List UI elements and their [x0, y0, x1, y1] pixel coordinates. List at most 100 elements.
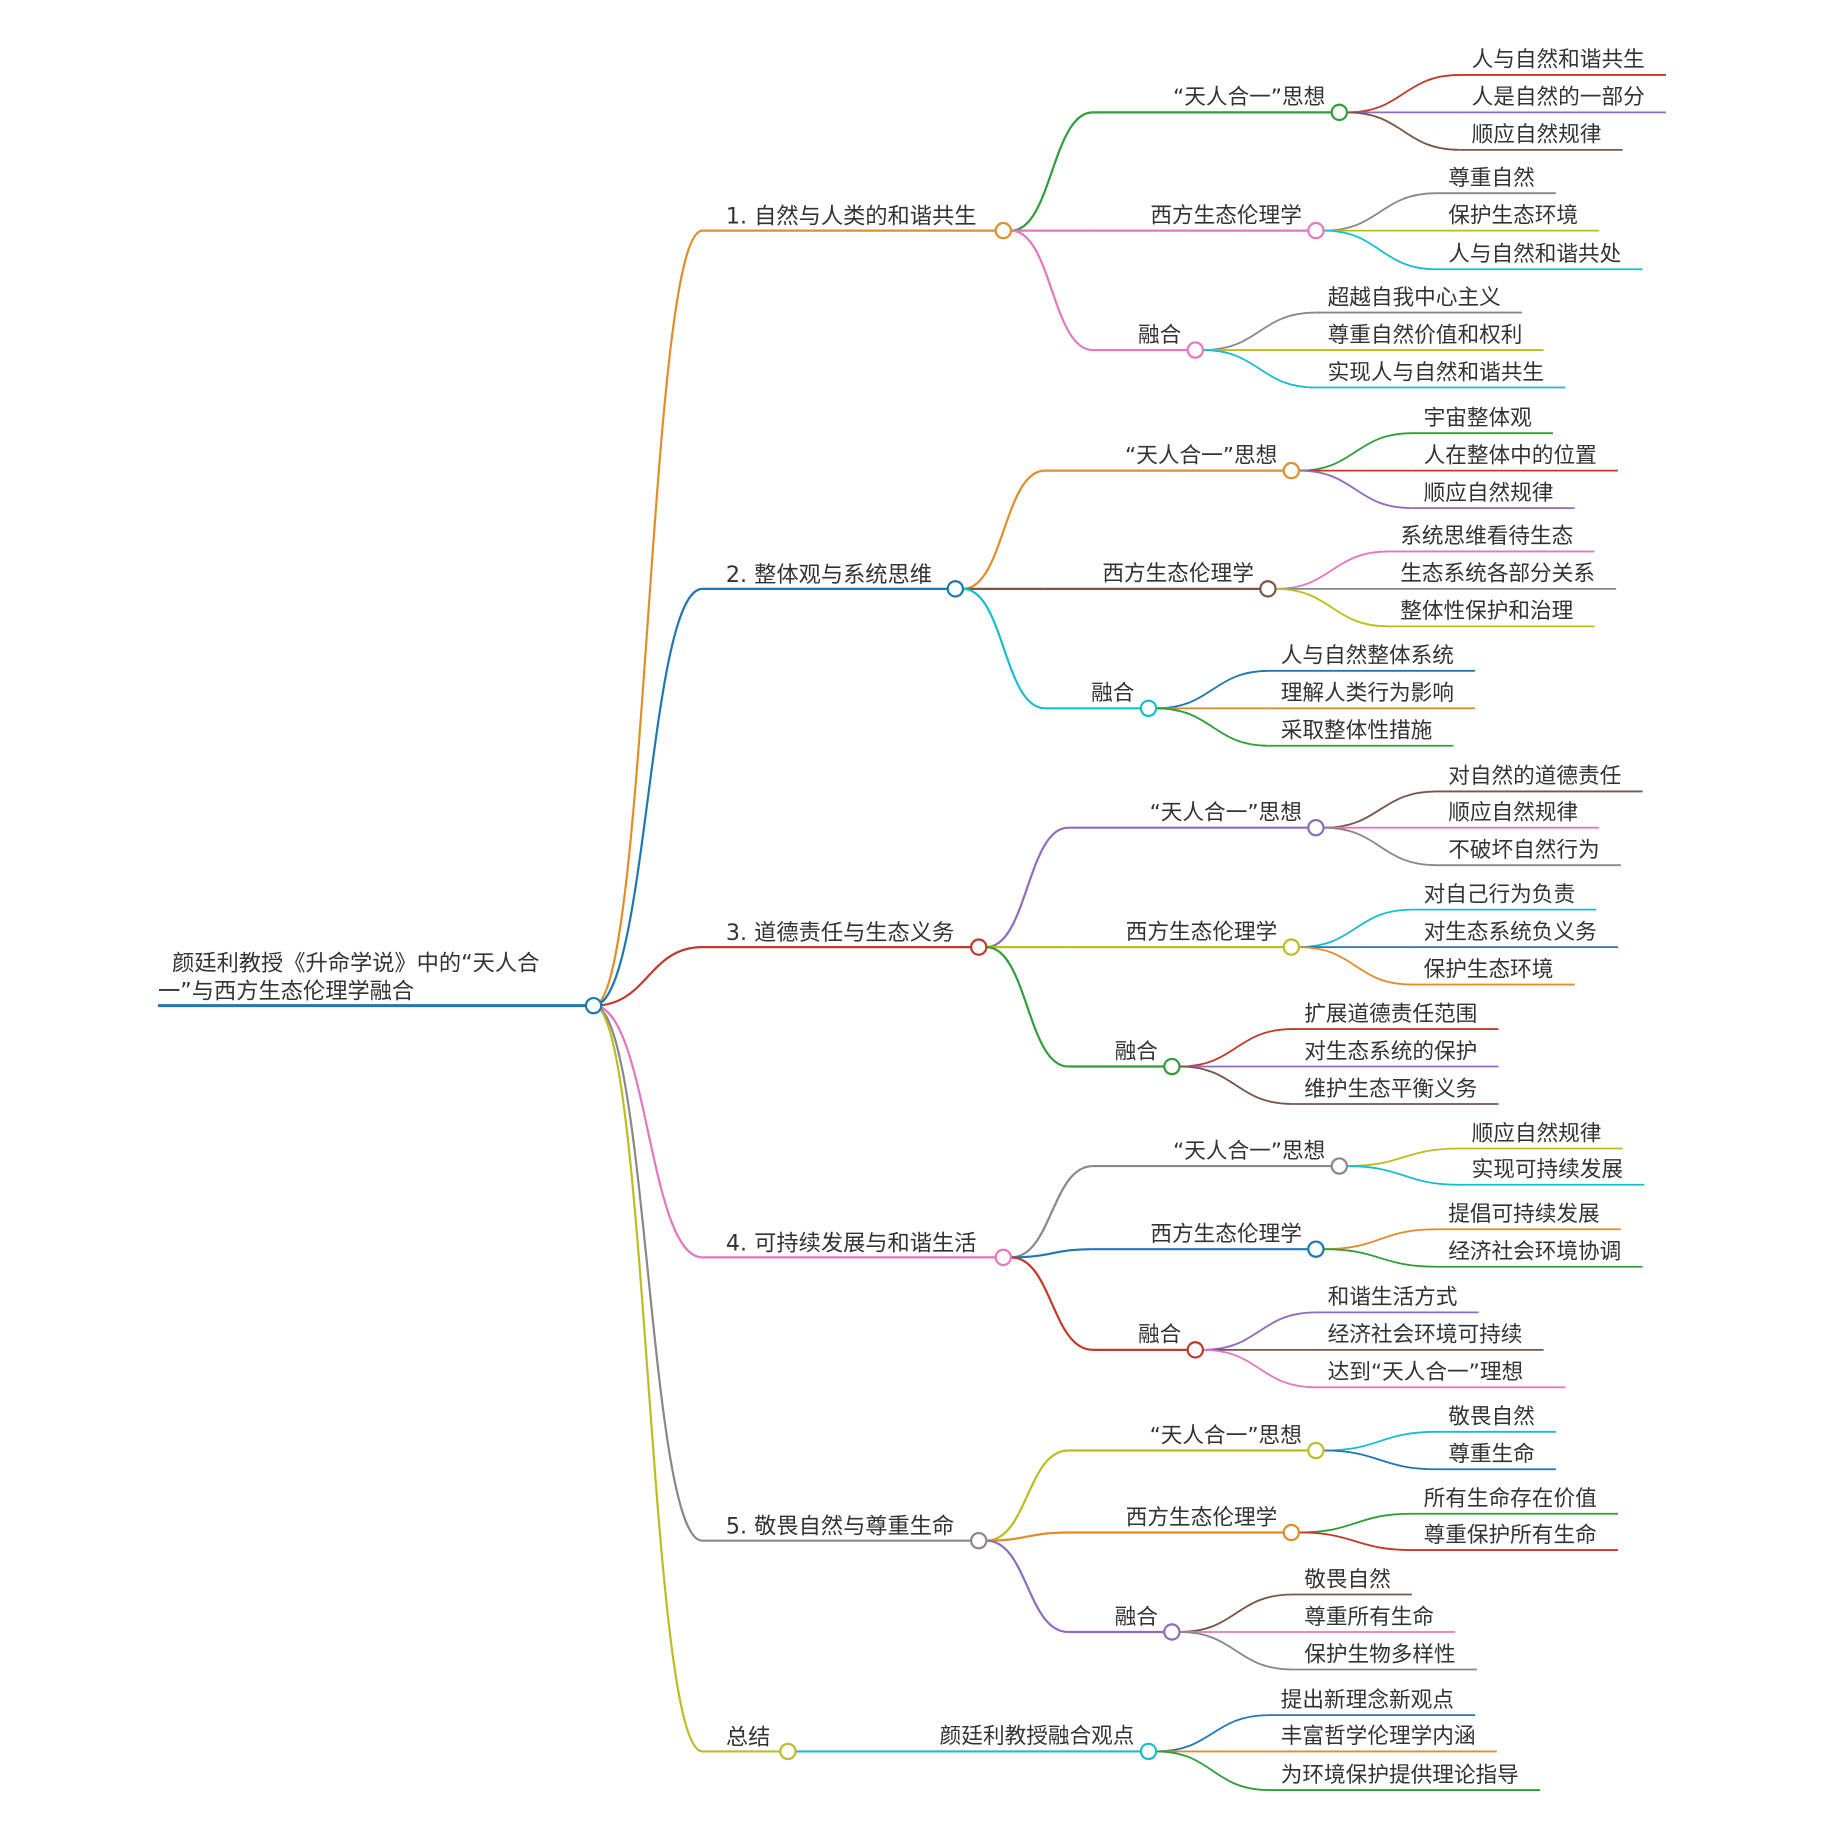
leaf-connector: [1156, 669, 1270, 710]
sub-node-handle[interactable]: [1163, 1623, 1181, 1641]
leaf-label: 达到“天人合一”理想: [1328, 1360, 1524, 1385]
sub-node-handle[interactable]: [1139, 699, 1158, 718]
sub-label: “天人合一”思想: [1125, 443, 1277, 468]
sub-label: 西方生态伦理学: [1150, 203, 1301, 228]
label-layer: 颜廷利教授《升命学说》中的“天人合一”与西方生态伦理学融合 1. 自然与人类的和谐…: [158, 48, 1645, 1788]
leaf-connector: [1156, 1750, 1270, 1791]
underline-layer: [158, 74, 1666, 1791]
leaf-label: 所有生命存在价值: [1424, 1487, 1597, 1512]
leaf-label: 保护生物多样性: [1304, 1642, 1455, 1667]
branch-node-handle[interactable]: [994, 221, 1013, 240]
sub-node-handle[interactable]: [1186, 1341, 1205, 1359]
leaf-label: 超越自我中心主义: [1328, 285, 1501, 310]
sub-node-handle[interactable]: [1307, 818, 1325, 837]
sub-connector: [1010, 1164, 1093, 1259]
branch-connector: [593, 946, 703, 1007]
sub-connector: [986, 1539, 1069, 1634]
leaf-connector: [1275, 550, 1389, 590]
sub-connector: [1010, 229, 1093, 352]
leaf-label: 对生态系统负义务: [1424, 920, 1597, 945]
leaf-connector: [1202, 1348, 1316, 1389]
sub-label: 融合: [1115, 1605, 1158, 1630]
sub-connector: [986, 826, 1069, 949]
leaf-connector: [1323, 1228, 1437, 1251]
sub-connector: [986, 1449, 1069, 1542]
leaf-connector: [1298, 469, 1412, 509]
leaf-label: 对自己行为负责: [1424, 882, 1575, 907]
leaf-label: 人在整体中的位置: [1424, 443, 1597, 468]
branch-node-handle[interactable]: [779, 1742, 797, 1761]
leaf-label: 理解人类行为影响: [1281, 681, 1454, 706]
sub-label: 融合: [1091, 681, 1134, 706]
leaf-label: 保护生态环境: [1448, 203, 1578, 228]
branch-node-handle[interactable]: [970, 938, 988, 956]
leaf-label: 经济社会环境协调: [1448, 1240, 1621, 1265]
sub-label: “天人合一”思想: [1150, 801, 1302, 826]
leaf-connector: [1323, 1248, 1437, 1268]
sub-label: 融合: [1138, 323, 1181, 348]
sub-label: 西方生态伦理学: [1126, 920, 1277, 945]
sub-node-handle[interactable]: [1282, 461, 1301, 480]
branch-label: 2. 整体观与系统思维: [726, 562, 932, 588]
leaf-label: 提倡可持续发展: [1448, 1202, 1599, 1227]
sub-node-handle[interactable]: [1307, 221, 1325, 240]
sub-connector: [962, 587, 1045, 710]
branch-label: 1. 自然与人类的和谐共生: [726, 204, 977, 230]
leaf-label: 不破坏自然行为: [1448, 838, 1599, 863]
root-node-handle[interactable]: [584, 996, 603, 1015]
sub-connector: [1010, 111, 1093, 232]
sub-label: “天人合一”思想: [1173, 1139, 1325, 1164]
branch-node-handle[interactable]: [994, 1248, 1013, 1267]
leaf-label: 实现人与自然和谐共生: [1328, 360, 1544, 385]
leaf-label: 系统思维看待生态: [1400, 524, 1573, 549]
sub-node-handle[interactable]: [1307, 1240, 1325, 1258]
branch-label: 5. 敬畏自然与尊重生命: [726, 1514, 954, 1540]
node-layer: [584, 103, 1349, 1761]
leaf-label: 顺应自然规律: [1424, 481, 1554, 506]
leaf-label: 生态系统各部分关系: [1400, 562, 1595, 587]
leaf-label: 提出新理念新观点: [1281, 1688, 1454, 1713]
leaf-connector: [1323, 790, 1437, 829]
sub-node-handle[interactable]: [1282, 1523, 1301, 1542]
sub-label: “天人合一”思想: [1173, 85, 1325, 110]
sub-node-handle[interactable]: [1163, 1057, 1181, 1076]
leaf-label: 人是自然的一部分: [1472, 85, 1645, 110]
leaf-connector: [1156, 1714, 1270, 1753]
sub-node-handle[interactable]: [1282, 938, 1301, 956]
leaf-label: 顺应自然规律: [1448, 801, 1578, 826]
sub-node-handle[interactable]: [1307, 1441, 1325, 1460]
sub-label: 西方生态伦理学: [1126, 1505, 1277, 1530]
sub-node-handle[interactable]: [1186, 341, 1205, 359]
leaf-connector: [1298, 432, 1412, 472]
leaf-label: 人与自然和谐共生: [1472, 48, 1645, 73]
sub-node-handle[interactable]: [1330, 1157, 1349, 1175]
leaf-label: 对自然的道德责任: [1448, 764, 1621, 789]
branch-node-handle[interactable]: [970, 1531, 988, 1550]
leaf-label: 对生态系统的保护: [1304, 1039, 1477, 1064]
sub-node-handle[interactable]: [1330, 103, 1349, 122]
connector-layer: [593, 74, 1460, 1791]
leaf-label: 宇宙整体观: [1424, 406, 1532, 431]
sub-node-handle[interactable]: [1259, 580, 1277, 598]
leaf-label: 保护生态环境: [1424, 957, 1554, 982]
leaf-connector: [1298, 908, 1412, 949]
leaf-connector: [1275, 587, 1389, 628]
sub-label: 西方生态伦理学: [1150, 1222, 1301, 1247]
sub-label: 颜廷利教授融合观点: [940, 1724, 1135, 1749]
leaf-label: 实现可持续发展: [1472, 1158, 1623, 1183]
branch-node-handle[interactable]: [946, 580, 965, 598]
branch-label: 3. 道德责任与生态义务: [726, 920, 954, 946]
leaf-connector: [1323, 1430, 1437, 1452]
branch-connector: [593, 587, 703, 1007]
branch-connector: [593, 1004, 703, 1753]
root-label-line-1: 颜廷利教授《升命学说》中的“天人合: [172, 951, 539, 977]
sub-label: 西方生态伦理学: [1102, 562, 1253, 587]
root-label-line-2: 一”与西方生态伦理学融合: [158, 979, 414, 1005]
leaf-label: 经济社会环境可持续: [1328, 1323, 1523, 1348]
sub-node-handle[interactable]: [1139, 1742, 1158, 1761]
leaf-connector: [1323, 1449, 1437, 1471]
leaf-connector: [1346, 74, 1460, 114]
leaf-label: 整体性保护和治理: [1400, 599, 1573, 624]
